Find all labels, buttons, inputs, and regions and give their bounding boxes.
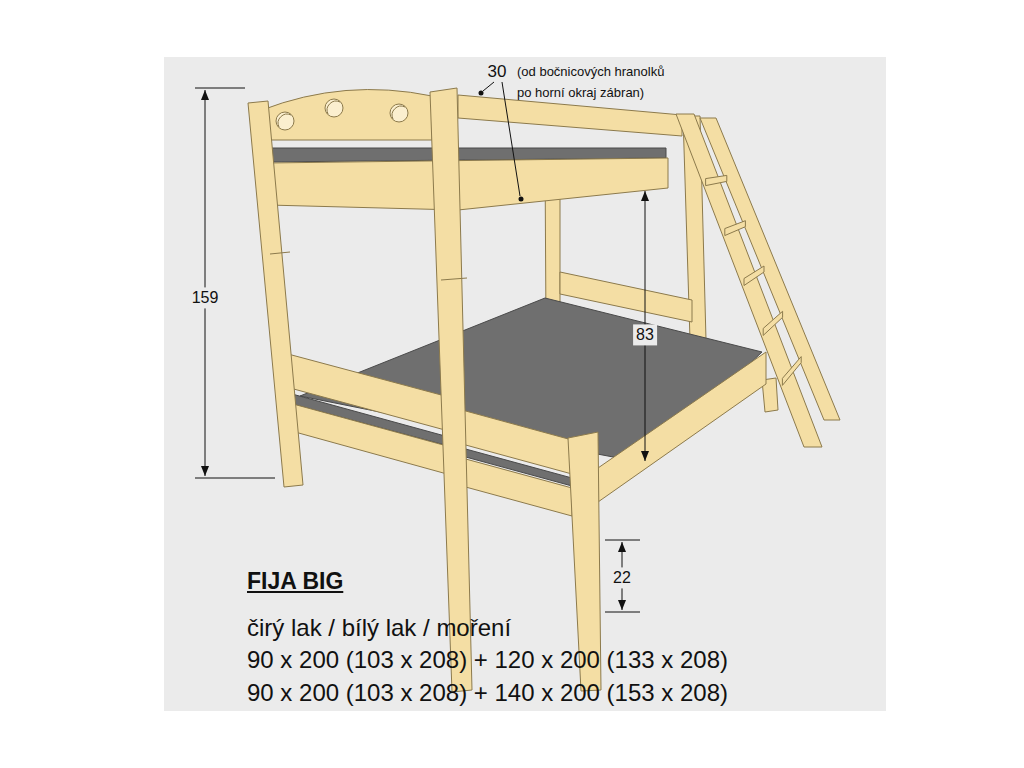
- dimension-value: 22: [610, 567, 634, 588]
- dimension-value: 83: [633, 324, 657, 345]
- dimension-note: (od bočnicových hranolků po horní okraj …: [517, 61, 675, 103]
- leader-dot: [519, 197, 524, 202]
- ladder-stringer: [700, 118, 840, 420]
- background-panel: [164, 57, 886, 711]
- post-joint: [441, 278, 467, 280]
- label-holder: 90 x 200 (103 x 208) + 140 x 200 (153 x …: [247, 679, 728, 708]
- dimension-extension: [605, 540, 640, 541]
- label-holder: 30: [488, 62, 507, 82]
- ladder-rung: [706, 175, 727, 185]
- leader-line: [483, 82, 494, 91]
- headboard: [262, 90, 432, 140]
- size-variant: 90 x 200 (103 x 208) + 140 x 200 (153 x …: [247, 679, 728, 708]
- ladder-stringer: [676, 114, 822, 447]
- ladder-rung: [763, 311, 782, 335]
- label-holder: 22: [610, 567, 634, 588]
- label-holder: 83: [633, 324, 657, 345]
- upper-side-plank: [266, 158, 668, 210]
- label-holder: 90 x 200 (103 x 208) + 120 x 200 (133 x …: [247, 646, 728, 675]
- headboard-hole: [392, 106, 405, 119]
- ladder-rung: [744, 266, 764, 286]
- upper-guard-rail: [458, 95, 682, 136]
- corner-post: [248, 101, 303, 487]
- label-holder: 159: [189, 287, 222, 308]
- dimension-value: 30: [488, 62, 507, 82]
- dimension-extension: [195, 88, 245, 89]
- dimension-value: 159: [189, 287, 222, 308]
- corner-post: [430, 88, 472, 692]
- label-holder: čirý lak / bílý lak / moření: [247, 614, 511, 643]
- finish-options: čirý lak / bílý lak / moření: [247, 614, 511, 643]
- lower-side-rail: [598, 352, 766, 502]
- label-holder: (od bočnicových hranolků po horní okraj …: [517, 61, 675, 103]
- dimension-line: [205, 90, 206, 476]
- title-holder: FIJA BIG: [247, 568, 343, 596]
- headboard-hole: [278, 114, 291, 127]
- dimension-extension: [605, 612, 640, 613]
- ladder-rung: [725, 221, 746, 236]
- ladder-rung: [782, 357, 801, 386]
- post-joint: [270, 252, 290, 254]
- dimension-extension: [195, 478, 275, 479]
- lower-end-board: [293, 404, 447, 474]
- size-variant: 90 x 200 (103 x 208) + 120 x 200 (133 x …: [247, 646, 728, 675]
- leader-dot: [479, 91, 484, 96]
- product-title: FIJA BIG: [247, 568, 343, 596]
- lower-front-board: [462, 458, 572, 516]
- headboard-hole: [325, 99, 343, 117]
- headboard-hole: [327, 101, 340, 114]
- headboard-hole: [390, 104, 408, 122]
- headboard-hole: [276, 112, 294, 130]
